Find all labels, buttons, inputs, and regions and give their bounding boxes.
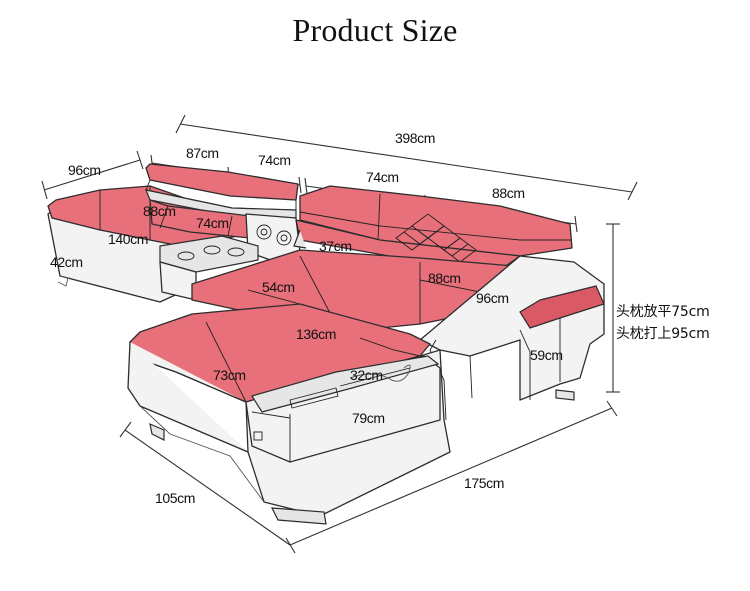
dim-backrest-center: 74cm xyxy=(366,169,399,185)
note-headrest-up: 头枕打上95cm xyxy=(616,325,710,342)
dim-seat-width: 54cm xyxy=(262,279,295,295)
dim-right-seat-96: 96cm xyxy=(476,290,509,306)
dim-console-length: 79cm xyxy=(352,410,385,426)
dimension-labels: 398cm 96cm 87cm 74cm 74cm 88cm 88cm 74cm… xyxy=(50,130,710,506)
note-headrest-flat: 头枕放平75cm xyxy=(616,304,710,320)
dim-seat-depth: 37cm xyxy=(319,238,352,254)
dim-headrest-left: 87cm xyxy=(186,145,219,161)
sofa-body xyxy=(47,163,605,525)
dim-arm-height: 59cm xyxy=(530,347,563,363)
dim-left-depth: 96cm xyxy=(68,162,101,178)
dim-chaise-width: 73cm xyxy=(213,367,246,383)
dim-left-seat-depth: 88cm xyxy=(143,203,176,219)
dim-console-width: 32cm xyxy=(350,367,383,383)
dim-left-length: 140cm xyxy=(108,231,148,247)
dim-total-length: 398cm xyxy=(395,130,435,146)
dim-headrest-mid: 74cm xyxy=(258,152,291,168)
dim-backrest-right: 88cm xyxy=(492,185,525,201)
dim-left-seat-width: 74cm xyxy=(196,215,229,231)
dim-chaise-total-width: 105cm xyxy=(155,490,195,506)
dim-right-seat-88: 88cm xyxy=(428,270,461,286)
dim-chaise-total-length: 175cm xyxy=(464,475,504,491)
page-title: Product Size xyxy=(292,12,458,48)
dim-left-height: 42cm xyxy=(50,254,83,270)
dim-chaise-length: 136cm xyxy=(296,326,336,342)
